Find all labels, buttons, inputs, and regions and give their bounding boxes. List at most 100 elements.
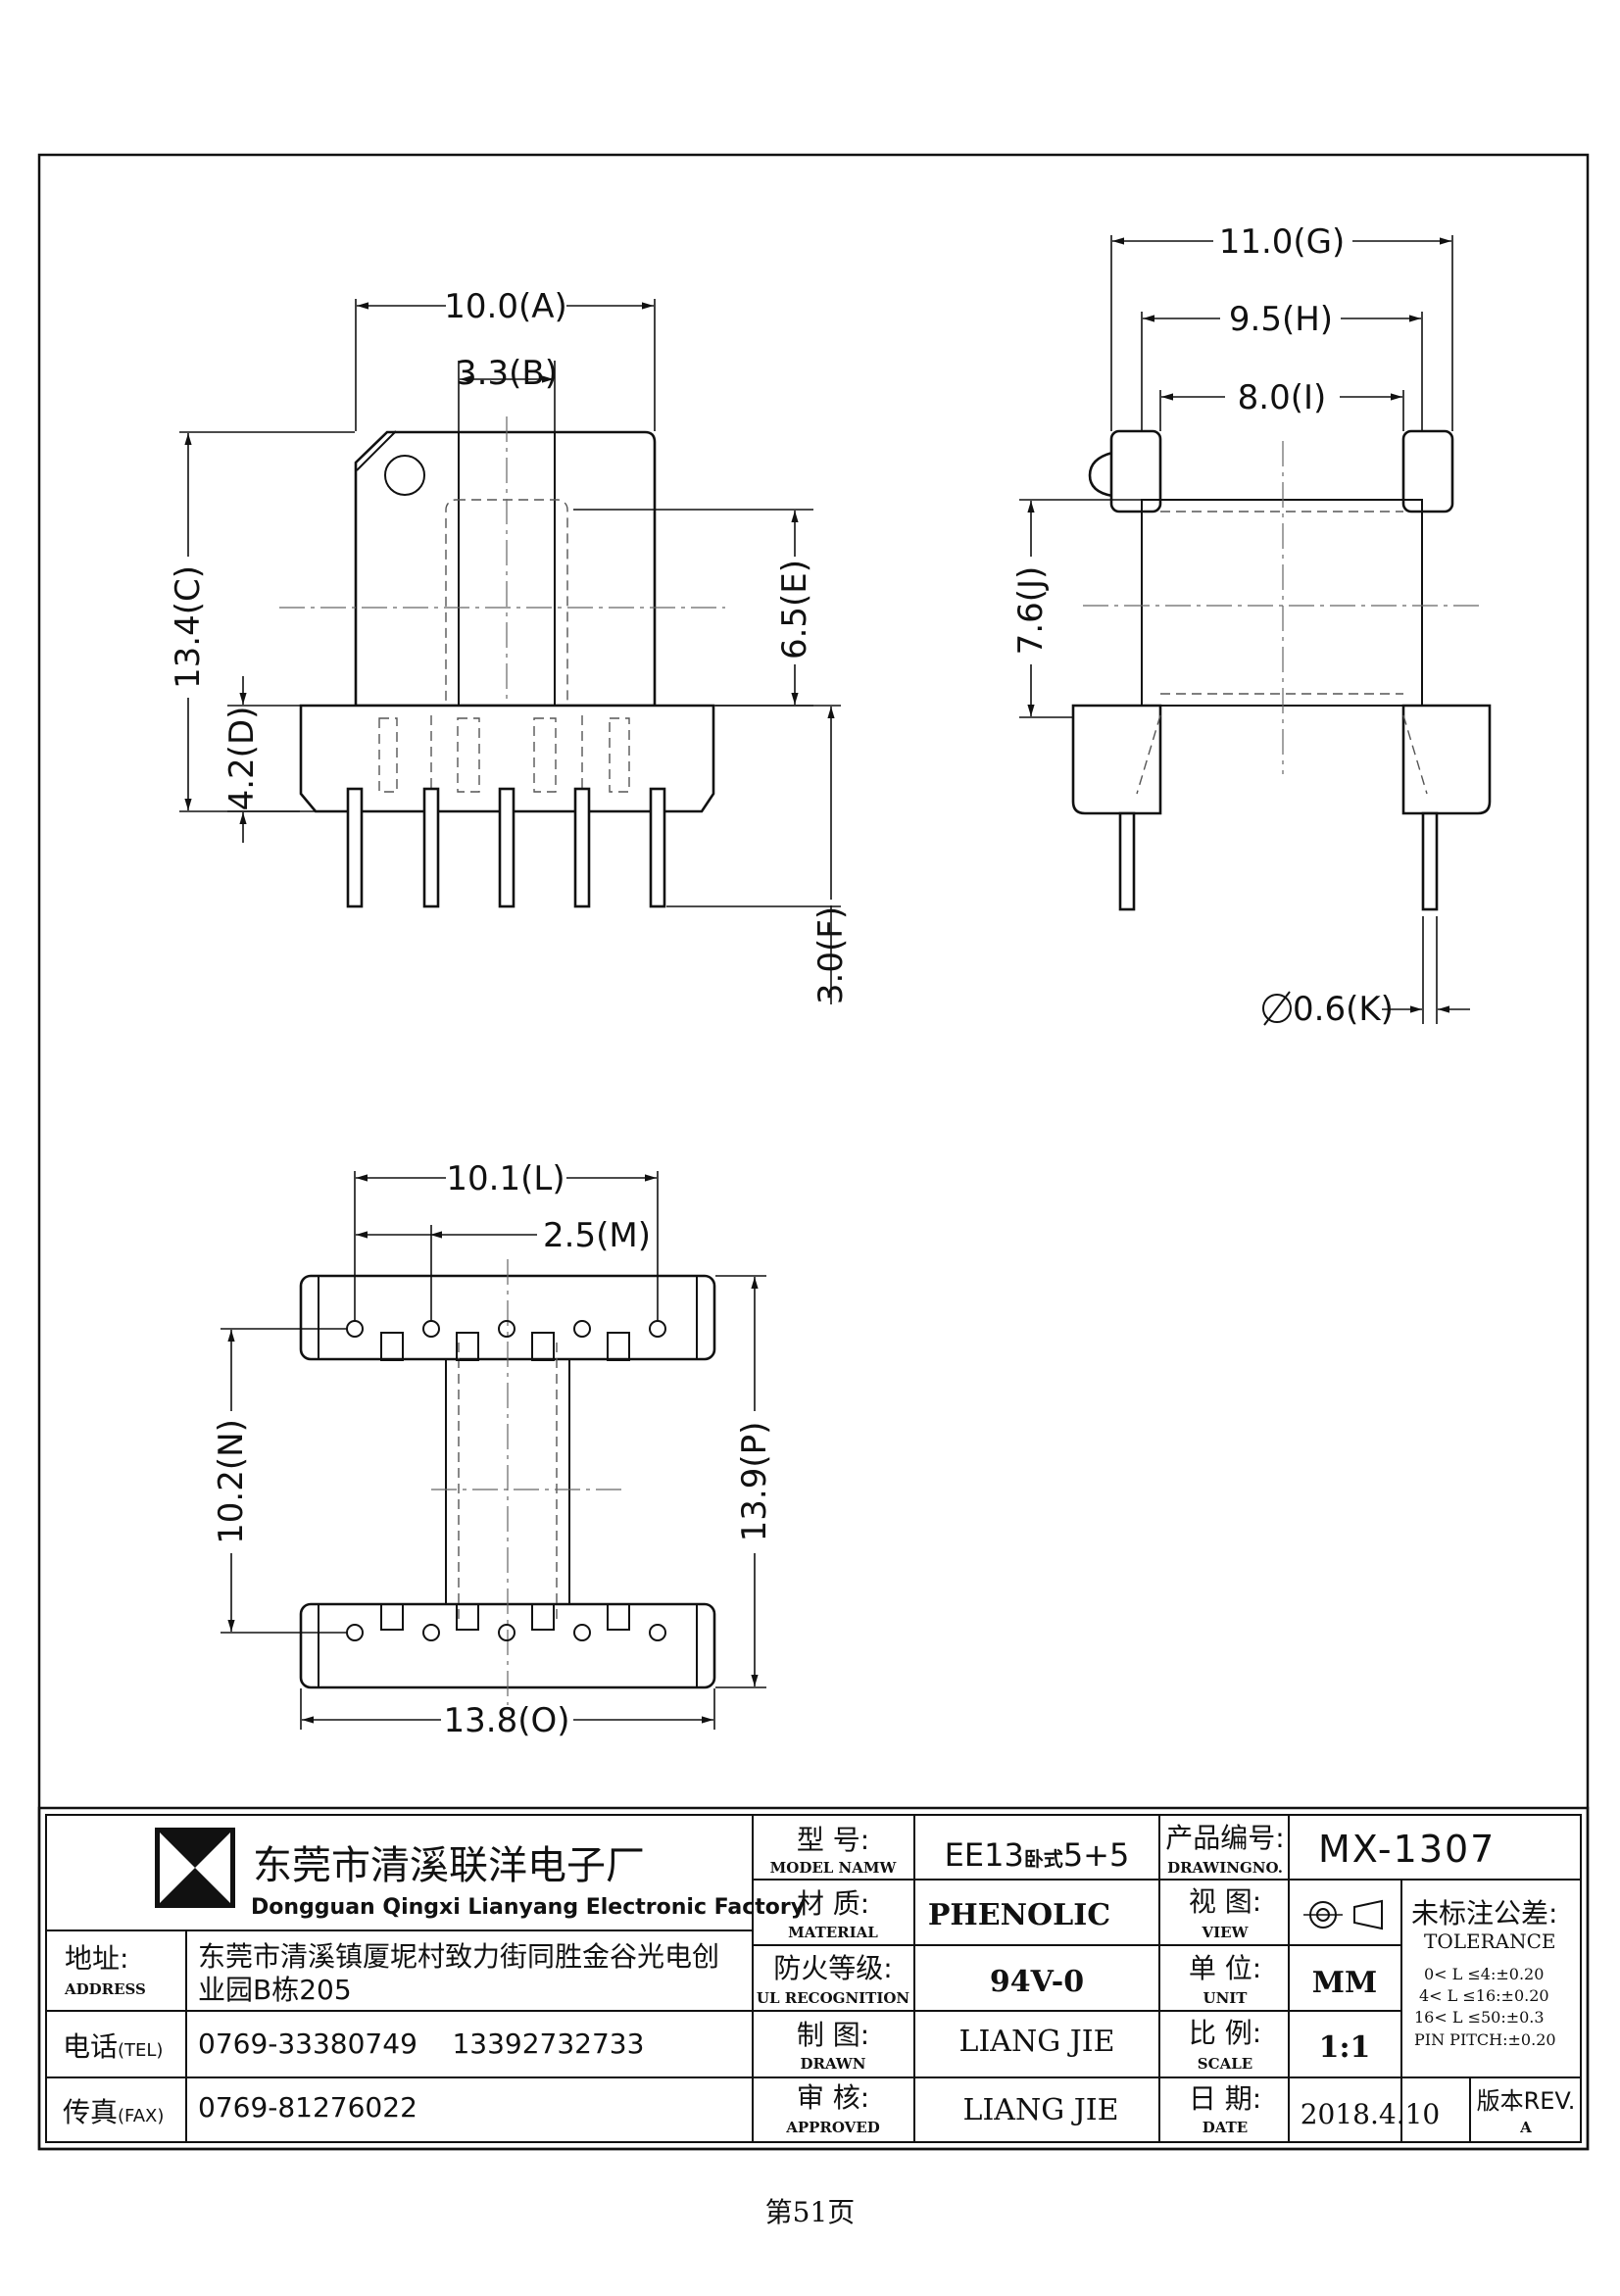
dim-i-label: 8.0(I)	[1238, 378, 1327, 417]
scale-label-cn: 比 例:	[1189, 2017, 1261, 2049]
diameter-icon	[1262, 991, 1292, 1026]
tel-label-en: (TEL)	[118, 2040, 163, 2061]
slot	[607, 1603, 630, 1631]
side-left-top-flange	[1109, 429, 1162, 513]
bottom-bottom-pin-row	[346, 1603, 666, 1641]
front-upper-flange	[354, 430, 657, 708]
material-label-cn: 材 质:	[797, 1887, 869, 1920]
fax-value: 0769-81276022	[198, 2091, 417, 2124]
tolerance-row: PIN PITCH:±0.20	[1414, 2030, 1556, 2049]
pin-hole	[573, 1624, 591, 1641]
projection-symbol-icon	[1303, 1899, 1383, 1930]
fax-label-en: (FAX)	[118, 2106, 164, 2126]
drawing-no-label-en: DRAWINGNO.	[1167, 1859, 1283, 1877]
approved-label-cn: 审 核:	[797, 2081, 869, 2114]
scale-label-en: SCALE	[1198, 2055, 1252, 2073]
dim-b-label: 3.3(B)	[456, 354, 558, 393]
model-label-en: MODEL NAMW	[770, 1859, 898, 1877]
front-view: 10.0(A) 3.3(B) 13.4(C) 4.2(D) 6.5(E) 3.0…	[169, 287, 851, 1004]
dim-l-label: 10.1(L)	[446, 1159, 565, 1198]
tolerance-label-cn: 未标注公差:	[1411, 1897, 1557, 1930]
fax-label-cn: 传真	[63, 2096, 118, 2128]
view-label-cn: 视 图:	[1189, 1885, 1261, 1918]
drawn-label-en: DRAWN	[801, 2055, 866, 2073]
drawn-value: LIANG JIE	[959, 2025, 1115, 2059]
slot	[380, 1332, 404, 1361]
approved-value: LIANG JIE	[963, 2093, 1119, 2127]
model-value: EE13卧式5+5	[945, 1836, 1130, 1874]
bottom-top-pin-row	[346, 1320, 666, 1361]
page-number: 第51页	[764, 2196, 856, 2228]
scale-value: 1:1	[1319, 2030, 1371, 2065]
slot	[531, 1603, 555, 1631]
dim-e-label: 6.5(E)	[775, 560, 814, 659]
slot	[607, 1332, 630, 1361]
dim-p-label: 13.9(P)	[735, 1422, 774, 1542]
rev-label: 版本REV.	[1477, 2087, 1576, 2115]
tolerance-row: 0< L ≤4:±0.20	[1424, 1965, 1544, 1983]
material-value: PHENOLIC	[928, 1898, 1110, 1932]
tel-value: 0769-33380749 13392732733	[198, 2027, 644, 2060]
view-label-en: VIEW	[1202, 1924, 1250, 1941]
slot	[531, 1332, 555, 1361]
side-left-pin	[1118, 811, 1136, 911]
front-pin	[422, 787, 440, 908]
tolerance-label-en: TOLERANCE	[1424, 1930, 1556, 1953]
pin-hole	[573, 1320, 591, 1338]
fire-label-en: UL RECOGNITION	[757, 1989, 910, 2007]
front-base-slot	[609, 717, 630, 793]
dim-n-label: 10.2(N)	[212, 1419, 251, 1544]
tolerance-row: 16< L ≤50:±0.3	[1414, 2008, 1545, 2027]
front-pin1-marker-circle	[384, 455, 425, 496]
address-line-1: 东莞市清溪镇厦坭村致力街同胜金谷光电创	[198, 1940, 719, 1973]
drawing-no-value: MX-1307	[1318, 1828, 1496, 1871]
front-flange-chamfer	[356, 430, 397, 471]
side-right-pin	[1421, 811, 1439, 911]
dim-a-label: 10.0(A)	[444, 287, 567, 326]
pin-hole	[498, 1624, 515, 1641]
front-pin	[498, 787, 515, 908]
approved-label-en: APPROVED	[785, 2119, 880, 2136]
fire-value: 94V-0	[990, 1965, 1084, 1999]
front-base-slot	[378, 717, 398, 793]
dim-o-label: 13.8(O)	[444, 1701, 570, 1740]
rev-value: A	[1519, 2119, 1532, 2136]
slot	[380, 1603, 404, 1631]
dim-m-label: 2.5(M)	[543, 1216, 651, 1255]
slot	[456, 1603, 479, 1631]
side-view: 11.0(G) 9.5(H) 8.0(I) 7.6(J) 0.6(K)	[1011, 222, 1492, 1029]
pin-hole	[498, 1320, 515, 1338]
dim-g-label: 11.0(G)	[1219, 222, 1346, 262]
dim-k-label: 0.6(K)	[1293, 990, 1394, 1029]
dim-j-label: 7.6(J)	[1011, 566, 1051, 656]
drawing-no-label-cn: 产品编号:	[1165, 1822, 1284, 1854]
address-line-2: 业园B栋205	[198, 1974, 352, 2006]
title-block: 东莞市清溪联洋电子厂 Dongguan Qingxi Lianyang Elec…	[37, 1806, 1590, 2151]
dim-d-label: 4.2(D)	[222, 707, 262, 811]
front-pin	[649, 787, 666, 908]
drawn-label-cn: 制 图:	[797, 2019, 869, 2051]
model-label-cn: 型 号:	[797, 1824, 869, 1856]
tolerance-row: 4< L ≤16:±0.20	[1419, 1986, 1549, 2005]
front-pin	[346, 787, 364, 908]
front-pins	[346, 787, 666, 908]
unit-value: MM	[1312, 1966, 1377, 2000]
side-right-base	[1401, 704, 1492, 815]
side-right-top-flange	[1401, 429, 1454, 513]
side-core	[1141, 499, 1423, 707]
dim-f-label: 3.0(F)	[811, 906, 851, 1004]
address-label-en: ADDRESS	[64, 1980, 146, 1998]
date-label-en: DATE	[1203, 2119, 1248, 2136]
dim-h-label: 9.5(H)	[1229, 300, 1333, 339]
dim-c-label: 13.4(C)	[169, 565, 208, 689]
tel-label-cn: 电话	[63, 2030, 118, 2063]
pin-hole	[422, 1624, 440, 1641]
address-label-cn: 地址:	[65, 1942, 128, 1975]
pin-hole	[649, 1624, 666, 1641]
bottom-view: 10.1(L) 2.5(M) 10.2(N) 13.9(P) 13.8(O)	[212, 1159, 774, 1740]
company-logo	[155, 1828, 235, 1908]
side-left-base	[1071, 704, 1162, 815]
unit-label-en: UNIT	[1203, 1989, 1249, 2007]
unit-label-cn: 单 位:	[1189, 1952, 1261, 1984]
